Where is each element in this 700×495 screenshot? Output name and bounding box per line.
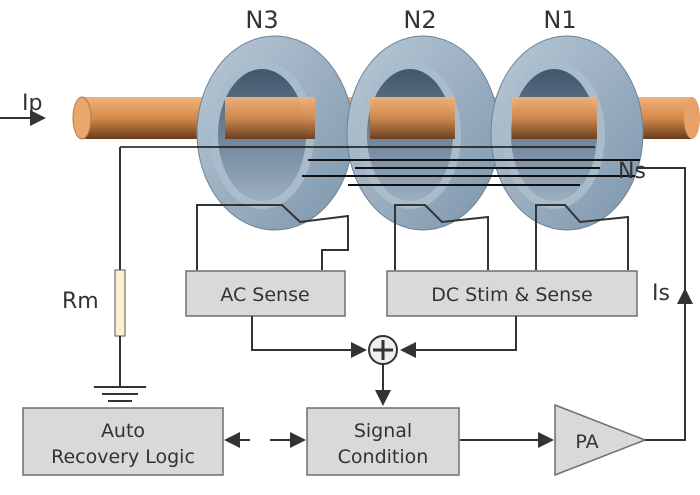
rm-resistor bbox=[114, 269, 126, 337]
conductor-segment bbox=[225, 97, 315, 139]
ac-sense-label: AC Sense bbox=[220, 284, 309, 306]
dc-stim-sense-block bbox=[386, 270, 638, 317]
pa-label: PA bbox=[575, 431, 598, 453]
conductor-segment bbox=[512, 97, 597, 139]
auto-recovery-label-2: Recovery Logic bbox=[51, 446, 195, 468]
dc-to-sum-arrow bbox=[400, 316, 517, 358]
ac-to-sum-arrow bbox=[251, 316, 367, 358]
summing-junction-icon bbox=[368, 335, 398, 365]
pa-amplifier bbox=[554, 403, 648, 477]
ground-icon bbox=[94, 386, 146, 402]
n1-label: N1 bbox=[543, 6, 576, 34]
is-arrow bbox=[645, 288, 693, 441]
sense-wires bbox=[196, 167, 686, 440]
signal-condition-block bbox=[306, 407, 460, 476]
conductor-segment bbox=[370, 97, 455, 139]
auto-recovery-logic-block bbox=[22, 407, 224, 476]
signal-condition-label-2: Condition bbox=[338, 446, 429, 468]
is-label: Is bbox=[652, 281, 670, 306]
n2-label: N2 bbox=[403, 6, 436, 34]
secondary-winding bbox=[120, 146, 640, 186]
ns-label: Ns bbox=[618, 159, 646, 184]
ip-label: Ip bbox=[22, 91, 42, 116]
n3-label: N3 bbox=[245, 6, 278, 34]
signal-condition-label-1: Signal bbox=[354, 420, 412, 442]
rm-label: Rm bbox=[62, 289, 99, 314]
auto-recovery-label-1: Auto bbox=[101, 420, 145, 442]
dc-stim-sense-label: DC Stim & Sense bbox=[431, 284, 593, 306]
ac-sense-block bbox=[185, 270, 346, 317]
